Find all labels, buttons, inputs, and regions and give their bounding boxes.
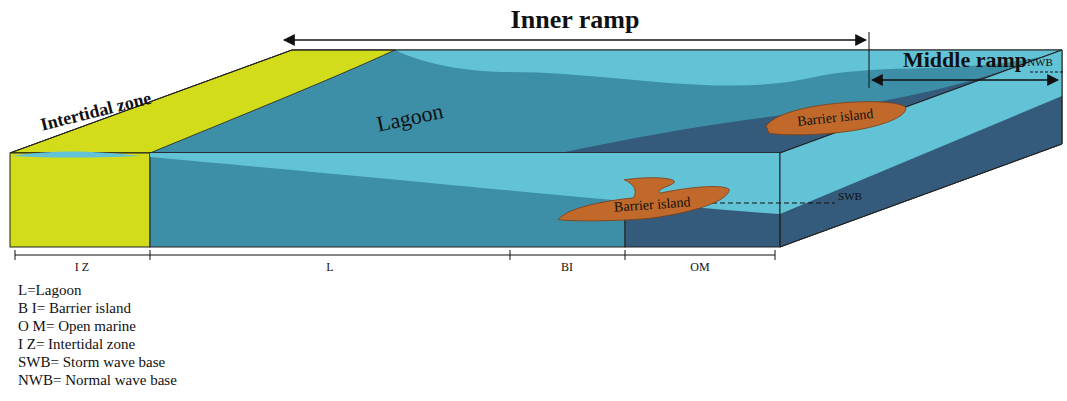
wave-base-label: SWB <box>838 190 862 202</box>
ramp-divider <box>869 32 870 88</box>
wave-base-label: NWB <box>1027 56 1053 68</box>
key-line: I Z= Intertidal zone <box>18 336 135 353</box>
zone-abbrev: BI <box>561 261 573 274</box>
nwb-line <box>1030 72 1065 73</box>
zone-abbrev: I Z <box>75 261 89 274</box>
barrier-island: Barrier island <box>760 98 910 138</box>
ramp-title: Middle ramp <box>903 48 1027 72</box>
intertidal-top <box>10 50 395 153</box>
key-line: NWB= Normal wave base <box>18 372 177 389</box>
tidal-pool <box>12 152 140 158</box>
right-face <box>780 50 1062 247</box>
zone-brackets <box>15 250 775 260</box>
key-line: L=Lagoon <box>18 282 81 299</box>
zone-abbrev: OM <box>690 261 709 274</box>
key-line: SWB= Storm wave base <box>18 354 165 371</box>
key-line: O M= Open marine <box>18 318 136 335</box>
intertidal-front <box>10 153 150 247</box>
zone-abbrev: L <box>326 261 333 274</box>
middle-ramp-arrow <box>872 79 1058 81</box>
ramp-title: Inner ramp <box>511 6 640 35</box>
inner-ramp-arrow <box>284 39 866 41</box>
barrier-island: Barrier island <box>553 174 731 222</box>
key-line: B I= Barrier island <box>18 300 131 317</box>
